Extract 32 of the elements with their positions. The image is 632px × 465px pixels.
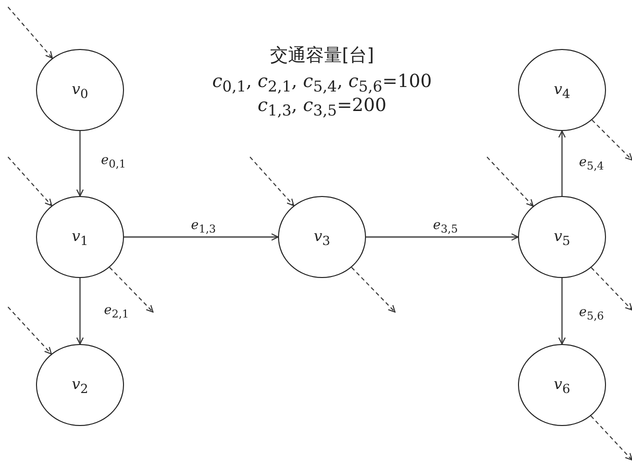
arrow: [351, 266, 396, 313]
node-label: v$_{6}$: [554, 374, 570, 396]
arrow: [124, 233, 279, 241]
arrow: [76, 278, 84, 345]
title: 交通容量[台]: [270, 46, 374, 66]
node-label: v$_{2}$: [72, 374, 88, 396]
node-label: v$_{0}$: [72, 80, 88, 100]
edge-label: e$_{5,4}$: [578, 156, 605, 172]
edge-label: e$_{2,1}$: [103, 304, 130, 320]
arrow: [109, 266, 154, 313]
node-label: v$_{4}$: [554, 80, 570, 100]
arrow: [558, 278, 566, 345]
capacity-note: c$_{0,1}$, c$_{2,1}$, c$_{5,4}$, c$_{5,6}$=100: [212, 72, 432, 96]
node-label: v$_{1}$: [72, 226, 88, 248]
arrow: [486, 156, 534, 207]
arrow: [250, 156, 294, 206]
arrow: [366, 233, 519, 241]
capacity-note: c$_{1,3}$, c$_{3,5}$=200: [258, 96, 386, 120]
edge-label: e$_{3,5}$: [432, 219, 459, 236]
arrow: [8, 6, 53, 59]
arrow: [76, 131, 84, 197]
arrow: [558, 130, 566, 196]
arrow: [590, 267, 632, 311]
arrow: [8, 156, 52, 206]
arrow: [8, 306, 52, 354]
edge-label: e$_{1,3}$: [190, 219, 217, 236]
edge-label: e$_{5,6}$: [578, 306, 605, 322]
arrow: [590, 415, 632, 461]
node-label: v$_{5}$: [554, 226, 570, 248]
edge-label: e$_{0,1}$: [100, 154, 127, 170]
arrow: [592, 120, 632, 161]
node-label: v$_{3}$: [314, 226, 330, 248]
